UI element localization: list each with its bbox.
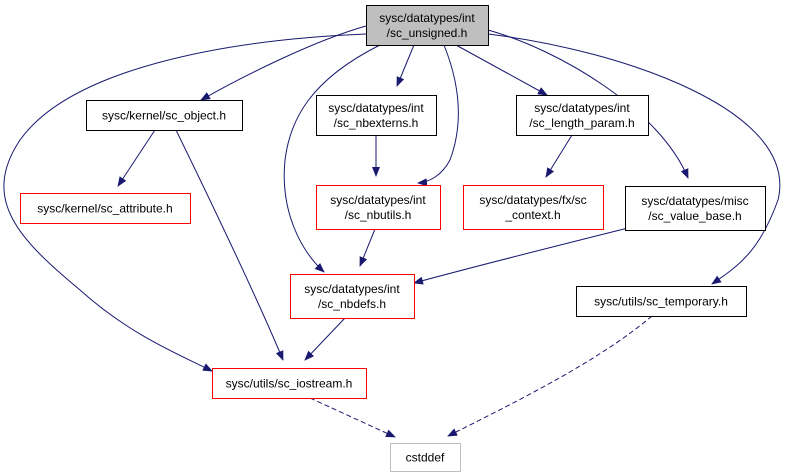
node-label-line: sysc/datatypes/int [304,282,400,296]
edge-sc-unsigned-to-sc-value-base [487,29,689,179]
node-label-line: sysc/datatypes/misc [641,194,748,208]
node-label-line: sysc/datatypes/int [534,101,630,115]
node-label-line: cstddef [406,451,445,465]
nodes-layer: sysc/datatypes/int/sc_unsigned.h sysc/ker… [20,5,766,472]
edge-sc-unsigned-to-sc-temporary [487,33,781,285]
node-box [625,186,766,231]
node-label-line: /sc_nbutils.h [345,208,412,222]
edge-sc-value-base-to-sc-nbdefs [413,227,629,285]
node-box [316,95,437,136]
edge-sc-nbutils-to-sc-nbdefs [359,228,376,267]
edge-sc-temporary-to-cstddef [447,315,653,437]
edge-sc-iostream-to-cstddef [309,397,396,438]
edges-layer [3,25,781,438]
node-box [516,95,649,136]
node-sc-nbutils[interactable]: sysc/datatypes/int/sc_nbutils.h [316,185,441,230]
edge-sc-object-to-sc-iostream [175,129,284,361]
node-label-line: /sc_nbdefs.h [318,297,386,311]
node-box [316,185,441,230]
node-box [366,5,489,46]
edge-sc-unsigned-to-sc-object [200,25,367,101]
node-sc-unsigned[interactable]: sysc/datatypes/int/sc_unsigned.h [366,5,489,46]
node-sc-attribute[interactable]: sysc/kernel/sc_attribute.h [20,193,191,224]
node-sc-nbdefs[interactable]: sysc/datatypes/int/sc_nbdefs.h [290,274,415,319]
node-sc-temporary[interactable]: sysc/utils/sc_temporary.h [576,286,747,317]
node-label-line: sysc/datatypes/int [328,101,424,115]
node-box [576,286,747,317]
node-label-line: sysc/datatypes/fx/sc [479,193,586,207]
node-box [20,193,191,224]
node-cstddef: cstddef [390,443,461,472]
edge-sc-length-param-to-sc-context [545,134,573,178]
edge-sc-nbdefs-to-sc-iostream [304,317,346,361]
node-box [86,100,243,131]
edge-sc-unsigned-to-sc-nbutils [417,44,459,187]
node-label-line: /sc_length_param.h [529,116,634,130]
edge-sc-unsigned-to-sc-iostream [3,33,367,372]
node-label-line: sysc/kernel/sc_attribute.h [37,202,172,216]
edge-sc-unsigned-to-sc-nbdefs [283,44,381,273]
node-label-line: /sc_nbexterns.h [334,116,419,130]
node-label-line: sysc/kernel/sc_object.h [102,109,226,123]
node-sc-context[interactable]: sysc/datatypes/fx/sc_context.h [463,185,604,230]
node-box [390,443,461,472]
node-sc-object[interactable]: sysc/kernel/sc_object.h [86,100,243,131]
node-box [463,185,604,230]
edge-sc-object-to-sc-attribute [117,129,156,187]
node-sc-nbexterns[interactable]: sysc/datatypes/int/sc_nbexterns.h [316,95,437,136]
edge-sc-unsigned-to-sc-length-param [455,44,548,96]
edge-sc-unsigned-to-sc-nbexterns [396,44,415,87]
node-label-line: sysc/datatypes/int [330,193,426,207]
node-box [212,368,367,399]
node-sc-iostream[interactable]: sysc/utils/sc_iostream.h [212,368,367,399]
node-label-line: /sc_value_base.h [648,209,741,223]
node-sc-length-param[interactable]: sysc/datatypes/int/sc_length_param.h [516,95,649,136]
node-box [290,274,415,319]
node-label-line: sysc/utils/sc_iostream.h [226,377,353,391]
node-label-line: sysc/datatypes/int [379,11,475,25]
node-label-line: sysc/utils/sc_temporary.h [594,295,728,309]
node-label-line: _context.h [504,208,560,222]
node-label-line: /sc_unsigned.h [387,26,468,40]
node-sc-value-base[interactable]: sysc/datatypes/misc/sc_value_base.h [625,186,766,231]
